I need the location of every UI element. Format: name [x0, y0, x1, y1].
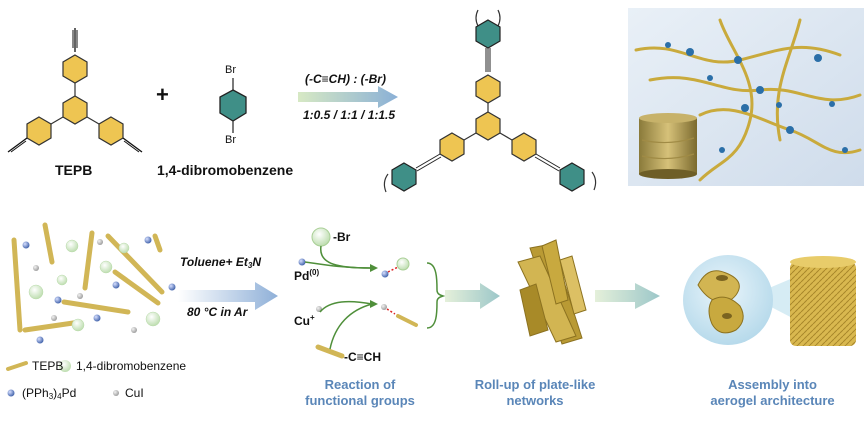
tepb-ring-right: [98, 116, 124, 146]
tepb-ring-left: [26, 116, 52, 146]
step-reaction-line1: Reaction of: [324, 377, 396, 392]
mech-br-sphere: [311, 227, 331, 247]
mech-pd-particle: [298, 258, 306, 266]
tepb-fibers: [11, 222, 165, 333]
pd-text-2: ): [53, 386, 58, 400]
br-top-label: Br: [225, 64, 236, 76]
polymer-ring-teal-right: [559, 162, 585, 192]
solvent-text: Toluene+ Et: [180, 255, 248, 269]
zoom-beam: [750, 275, 800, 322]
mech-pd-text: Pd: [294, 269, 310, 283]
tepb-molecule: [7, 28, 143, 153]
dibromobenzene-label: 1,4-dibromobenzene: [157, 162, 294, 178]
step-assembly-label: Assembly into aerogel architecture: [690, 377, 855, 409]
legend-pd-glyph: [7, 389, 15, 397]
legend-cui-label: CuI: [125, 386, 144, 400]
dibromobenzene-molecule: [219, 78, 247, 133]
mixture-panel: [6, 222, 176, 397]
mech-pd-label: Pd(0): [294, 268, 319, 283]
network-nodes: [665, 42, 848, 153]
br-bottom-label: Br: [225, 134, 236, 146]
step-rollup-line1: Roll-up of plate-like: [474, 377, 596, 392]
dibromo-ring: [219, 89, 247, 122]
aerogel-photo-cylinder: [639, 113, 697, 179]
step-rollup-label: Roll-up of plate-like networks: [460, 377, 610, 409]
polymer-ring-teal-top: [475, 19, 501, 49]
step-reaction-label: Reaction of functional groups: [285, 377, 435, 409]
polymer-ring-right: [511, 132, 537, 162]
mechanism-diagram: [298, 227, 446, 359]
condition-solvent: Toluene+ Et3N: [180, 255, 261, 270]
mech-cu-label: Cu+: [294, 313, 315, 328]
ratio-values: 1:0.5 / 1:1 / 1:1.5: [303, 108, 396, 122]
legend-dibromo-glyph: [59, 360, 71, 372]
ratio-label: (-C≡CH) : (-Br): [305, 72, 386, 86]
polymer-product: [383, 9, 597, 193]
network-render-panel: [628, 8, 864, 186]
tepb-ring-center: [62, 95, 88, 125]
pd-particles: [22, 236, 176, 344]
rollup-bundle: [517, 239, 587, 345]
cui-particles: [33, 239, 137, 333]
dibromo-spheres: [28, 239, 161, 332]
pd-subscript-1: 3: [48, 392, 54, 401]
pd-subscript-2: 4: [57, 392, 62, 401]
step-reaction-line2: functional groups: [305, 393, 415, 408]
mech-brace: [426, 262, 446, 329]
tepb-alkyne-right: [122, 137, 143, 153]
mech-alkyne-fiber: [315, 344, 345, 359]
step-assembly-line1: Assembly into: [728, 377, 817, 392]
legend-cui-glyph: [113, 390, 119, 396]
bottom-reaction-arrow: [178, 282, 278, 310]
tepb-alkyne-left: [7, 137, 28, 153]
arrow-to-assembly: [595, 283, 660, 309]
condition-temperature: 80 °C in Ar: [187, 305, 248, 319]
solvent-subscript: 3: [247, 261, 253, 270]
step-rollup-line2: networks: [506, 393, 564, 408]
step-assembly-line2: aerogel architecture: [710, 393, 835, 408]
legend-tepb-label: TEPB: [32, 359, 64, 373]
aerogel-assembly: [683, 255, 856, 346]
legend-pd-label: (PPh3)4Pd: [22, 386, 76, 401]
pd-text-3: Pd: [61, 386, 77, 400]
plus-sign: +: [156, 82, 169, 107]
mech-cu-text: Cu: [294, 314, 310, 328]
aerogel-block: [790, 256, 856, 346]
mech-cu-superscript: +: [310, 313, 315, 322]
tepb-ring-top: [62, 54, 88, 84]
polymer-ring-top: [475, 74, 501, 104]
pd-text: (PPh: [22, 386, 49, 400]
tube-cluster: [697, 270, 744, 334]
polymer-ring-teal-left: [391, 162, 417, 192]
top-reaction-arrow: [298, 86, 398, 108]
mech-alkyne-label: -C≡CH: [344, 350, 381, 364]
tepb-label: TEPB: [55, 162, 93, 178]
legend-tepb-glyph: [6, 361, 28, 371]
mech-br-label: -Br: [333, 230, 351, 244]
arrow-to-rollup: [445, 283, 500, 309]
solvent-text-end: N: [252, 255, 262, 269]
mech-pd-superscript: (0): [309, 268, 320, 277]
polymer-ring-left: [439, 132, 465, 162]
polymer-ring-center: [475, 111, 501, 141]
legend-dibromo-label: 1,4-dibromobenzene: [76, 359, 187, 373]
